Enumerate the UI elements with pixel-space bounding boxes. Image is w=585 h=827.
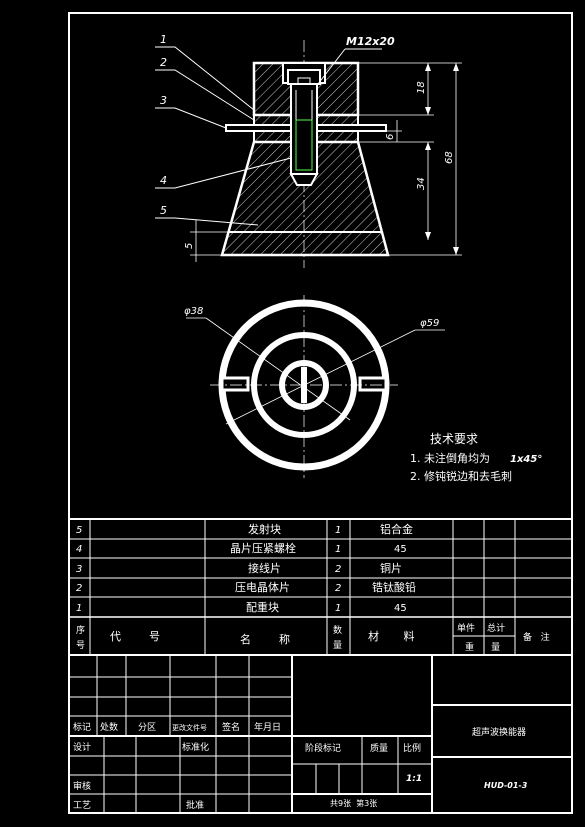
drawing-frame [68, 12, 573, 814]
tb-count: 处数 [100, 721, 118, 733]
tb-code: HUD-01-3 [484, 781, 528, 790]
dim-68: 68 [444, 151, 455, 164]
tb-review: 审核 [73, 780, 91, 792]
part-name: 压电晶体片 [235, 580, 290, 594]
part-material: 45 [394, 603, 407, 614]
chamfer-value: 1x45° [510, 454, 542, 465]
tb-scale-label: 比例 [403, 742, 421, 754]
tech-line-1: 1. 未注倒角均为 [410, 451, 490, 465]
tb-product: 超声波换能器 [472, 726, 526, 738]
part-qty: 1 [335, 544, 341, 555]
bolt-tip [289, 173, 319, 186]
hdr-qty-top: 数 [333, 624, 342, 636]
tb-stage: 阶段标记 [305, 742, 341, 754]
part-no: 2 [76, 583, 82, 594]
part-no: 1 [76, 603, 82, 614]
hdr-material: 材 料 [368, 629, 414, 643]
tb-date: 年月日 [254, 721, 281, 733]
part-material: 45 [394, 544, 407, 555]
dim-34: 34 [416, 177, 427, 190]
leader-4: 4 [160, 174, 167, 187]
leader-1: 1 [160, 33, 167, 46]
dia-38: φ38 [184, 306, 203, 317]
parts-rows: 5 发射块 1 铝合金 4 晶片压紧螺栓 1 45 3 接线片 2 铜片 2 压… [76, 522, 550, 653]
tb-mass: 质量 [370, 742, 388, 754]
tech-line-2: 2. 修钝锐边和去毛刺 [410, 469, 512, 483]
leader-2: 2 [160, 56, 167, 69]
part-name: 发射块 [248, 522, 281, 536]
part-name: 晶片压紧螺栓 [230, 541, 296, 555]
hdr-code: 代 号 [110, 630, 160, 643]
part-name: 接线片 [248, 561, 281, 575]
dim-18: 18 [416, 81, 427, 94]
dim-5: 5 [184, 243, 195, 249]
hdr-unit: 单件 [457, 622, 475, 634]
part-qty: 2 [335, 583, 341, 594]
hdr-seq-top: 序 [76, 624, 85, 636]
top-view: φ38 φ59 [184, 295, 445, 478]
tb-sign: 签名 [222, 721, 240, 733]
dim-6: 6 [385, 134, 396, 140]
tb-scale: 1:1 [406, 774, 422, 784]
part-no: 3 [76, 564, 82, 575]
tb-design: 设计 [73, 741, 91, 753]
hdr-weight: 重 量 [465, 641, 500, 653]
tb-standard: 标准化 [182, 741, 209, 753]
tb-approve: 批准 [186, 799, 204, 811]
part-qty: 2 [335, 564, 341, 575]
tb-zone: 分区 [138, 722, 156, 733]
part-qty: 1 [335, 603, 341, 614]
dia-59: φ59 [420, 318, 439, 329]
leader-5: 5 [160, 204, 167, 217]
part-material: 铜片 [380, 561, 402, 575]
section-view: M12x20 1 2 3 4 5 [155, 33, 462, 268]
hdr-qty-bot: 量 [333, 640, 342, 651]
part-material: 铝合金 [380, 522, 413, 536]
hdr-name: 名 称 [240, 632, 290, 646]
title-block-text: 标记 处数 分区 更改文件号 签名 年月日 设计 标准化 审核 工艺 批准 阶段… [73, 721, 528, 811]
tech-requirements: 技术要求 1. 未注倒角均为 1x45° 2. 修钝锐边和去毛刺 [410, 432, 542, 483]
title-block [69, 655, 572, 813]
hdr-remark: 备 注 [523, 631, 550, 643]
tb-change-doc: 更改文件号 [172, 723, 207, 732]
tb-sheets: 共9张 第3张 [330, 798, 377, 808]
hdr-seq-bot: 号 [76, 640, 85, 651]
part-qty: 1 [335, 525, 341, 536]
part-material: 锆钛酸铅 [372, 580, 416, 594]
bolt-shank [290, 83, 318, 175]
part-no: 5 [76, 525, 82, 536]
hdr-total: 总计 [487, 622, 505, 634]
part-no: 4 [76, 544, 82, 555]
thread-label: M12x20 [346, 35, 395, 48]
parts-list [69, 518, 572, 656]
part-name: 配重块 [246, 600, 279, 614]
tech-title: 技术要求 [430, 432, 478, 446]
tb-process: 工艺 [73, 800, 91, 811]
leader-3: 3 [160, 94, 167, 107]
tb-mark: 标记 [73, 721, 91, 733]
